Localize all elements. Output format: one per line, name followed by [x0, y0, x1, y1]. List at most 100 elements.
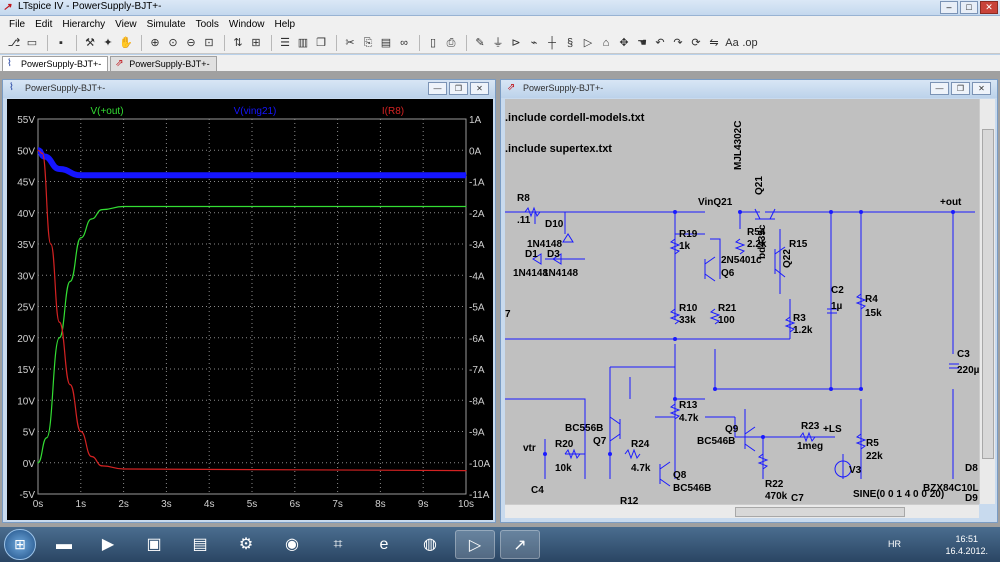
rotate-icon[interactable]: ⟳ — [691, 36, 701, 49]
schematic-canvas[interactable]: .include cordell-models.txt .include sup… — [505, 99, 979, 504]
browser-icon[interactable]: ◍ — [423, 536, 437, 553]
halt-icon[interactable]: ✋ — [119, 36, 133, 49]
folder-icon[interactable]: ▤ — [192, 536, 208, 553]
ref-label: R4 — [865, 294, 878, 305]
spice-directive-icon[interactable]: .op — [742, 36, 758, 49]
find-icon[interactable]: ∞ — [400, 36, 408, 49]
restore-button[interactable]: ❐ — [449, 82, 468, 95]
graph-app-icon[interactable]: ⌗ — [333, 536, 343, 553]
restore-button[interactable]: ❐ — [951, 82, 970, 95]
text-icon[interactable]: Aa — [725, 36, 739, 49]
start-button[interactable]: ⊞ — [4, 529, 36, 560]
copy-icon[interactable]: ⎘ — [363, 36, 373, 49]
tile-vertical-icon[interactable]: ▥ — [297, 36, 309, 49]
maximize-button[interactable]: □ — [960, 1, 978, 14]
legend-v-out-[interactable]: V(+out) — [90, 106, 123, 117]
net-label: VinQ21 — [698, 197, 733, 208]
minimize-button[interactable]: — — [930, 82, 949, 95]
language-indicator[interactable]: HR — [888, 539, 901, 549]
zoom-out-icon[interactable]: ⊖ — [186, 36, 196, 49]
value-label: 1.2k — [793, 325, 813, 336]
move-icon[interactable]: ✥ — [619, 36, 629, 49]
cut-icon[interactable]: ✂ — [345, 36, 355, 49]
toolbar-separator — [271, 34, 272, 51]
mirror-icon[interactable]: ⇋ — [709, 36, 719, 49]
component-icon[interactable]: ⌂ — [602, 36, 610, 49]
diode-icon[interactable]: ▷ — [583, 36, 593, 49]
ltspice-taskbar-icon[interactable]: ↗ — [500, 530, 540, 559]
inductor-icon[interactable]: § — [566, 36, 574, 49]
menu-view[interactable]: View — [115, 18, 137, 30]
zoom-in-icon[interactable]: ⊕ — [150, 36, 160, 49]
open-schematic-icon[interactable]: ⎇ — [7, 36, 21, 49]
menu-window[interactable]: Window — [228, 18, 265, 30]
schematic-drawing[interactable]: .include cordell-models.txt .include sup… — [505, 99, 979, 504]
open-folder-icon[interactable]: ▭ — [26, 36, 38, 49]
terminal-app-icon[interactable]: ▷ — [455, 530, 495, 559]
control-panel-icon[interactable]: ⚒ — [85, 36, 95, 49]
ref-label: R15 — [789, 239, 808, 250]
y-left-tick-label: 45V — [17, 178, 35, 189]
schematic-window-titlebar[interactable]: ⇗ PowerSupply-BJT+- — ❐ ✕ — [501, 80, 997, 98]
run-icon[interactable]: ✦ — [103, 36, 113, 49]
schematic-window: ⇗ PowerSupply-BJT+- — ❐ ✕ — [500, 79, 998, 523]
grid-icon[interactable]: ⊞ — [251, 36, 261, 49]
value-label: 1N4148 — [527, 239, 562, 250]
ground-icon[interactable]: ⏚ — [492, 36, 504, 49]
toolbar-separator — [466, 34, 467, 51]
horizontal-scrollbar[interactable] — [505, 504, 979, 518]
zoom-pan-icon[interactable]: ⊙ — [168, 36, 178, 49]
undo-icon[interactable]: ↶ — [655, 36, 665, 49]
close-button[interactable]: ✕ — [470, 82, 489, 95]
zoom-fit-icon[interactable]: ⊡ — [204, 36, 214, 49]
print-icon[interactable]: ⎙ — [446, 36, 456, 49]
menu-file[interactable]: File — [9, 18, 26, 30]
explorer-icon[interactable]: ▬ — [56, 536, 72, 553]
label-net-icon[interactable]: ⊳ — [511, 36, 521, 49]
trace-point — [123, 174, 125, 176]
resistor-icon[interactable]: ⌁ — [530, 36, 538, 49]
menu-help[interactable]: Help — [274, 18, 296, 30]
drag-icon[interactable]: ☚ — [637, 36, 647, 49]
draw-wire-icon[interactable]: ✎ — [475, 36, 485, 49]
minimize-button[interactable]: – — [940, 1, 958, 14]
cascade-icon[interactable]: ❐ — [316, 36, 326, 49]
app-red-icon[interactable]: ◉ — [285, 536, 299, 553]
trace-v-out-[interactable] — [37, 205, 466, 464]
menu-tools[interactable]: Tools — [195, 18, 219, 30]
tab-schematic[interactable]: ⇗ PowerSupply-BJT+- — [110, 56, 217, 71]
close-button[interactable]: ✕ — [980, 1, 998, 14]
installer-icon[interactable]: ▣ — [146, 536, 162, 553]
scrollbar-thumb[interactable] — [735, 507, 905, 517]
print-preview-icon[interactable]: ▯ — [429, 36, 437, 49]
menu-simulate[interactable]: Simulate — [146, 18, 186, 30]
scrollbar-thumb[interactable] — [982, 129, 994, 459]
menu-hierarchy[interactable]: Hierarchy — [62, 18, 106, 30]
capacitor-icon[interactable]: ┼ — [548, 36, 556, 49]
tab-waveform[interactable]: ⌇ PowerSupply-BJT+- — [2, 56, 109, 71]
clock[interactable]: 16:51 16.4.2012. — [945, 533, 988, 557]
trace-point — [58, 321, 61, 323]
redo-icon[interactable]: ↷ — [673, 36, 683, 49]
paste-icon[interactable]: ▤ — [380, 36, 392, 49]
legend-v-ving21-[interactable]: V(ving21) — [234, 106, 277, 117]
save-icon[interactable]: ▪ — [59, 36, 63, 49]
legend-i-r8-[interactable]: I(R8) — [382, 106, 404, 117]
ref-label: Q22 — [782, 249, 793, 268]
directive-cordell: .include cordell-models.txt — [505, 112, 645, 124]
autorange-icon[interactable]: ⇅ — [233, 36, 243, 49]
internet-explorer-icon[interactable]: e — [379, 536, 389, 553]
vertical-scrollbar[interactable] — [979, 99, 995, 504]
minimize-button[interactable]: — — [428, 82, 447, 95]
close-button[interactable]: ✕ — [972, 82, 991, 95]
trace-i-r8-[interactable] — [37, 149, 467, 472]
x-tick-label: 1s — [76, 499, 87, 510]
tile-horizontal-icon[interactable]: ☰ — [280, 36, 290, 49]
waveform-window-titlebar[interactable]: ⌇ PowerSupply-BJT+- — ❐ ✕ — [3, 80, 495, 98]
menu-edit[interactable]: Edit — [35, 18, 53, 30]
media-player-icon[interactable]: ▶ — [101, 536, 115, 553]
tool-icon[interactable]: ⚙ — [238, 536, 254, 553]
